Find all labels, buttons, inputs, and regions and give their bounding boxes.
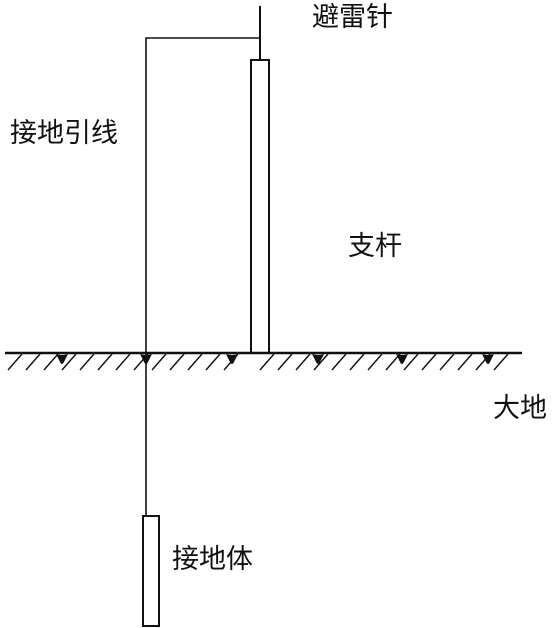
label-earth: 大地 xyxy=(493,393,547,424)
ground-hatching xyxy=(7,353,509,371)
soil-marks xyxy=(56,354,494,364)
down-conductor-wire xyxy=(145,37,260,518)
label-down-conductor: 接地引线 xyxy=(10,118,118,149)
support-pole xyxy=(250,59,270,354)
label-grounding-body: 接地体 xyxy=(172,544,253,575)
label-support-pole: 支杆 xyxy=(348,231,402,262)
label-lightning-rod: 避雷针 xyxy=(312,2,393,33)
grounding-body xyxy=(142,515,160,627)
